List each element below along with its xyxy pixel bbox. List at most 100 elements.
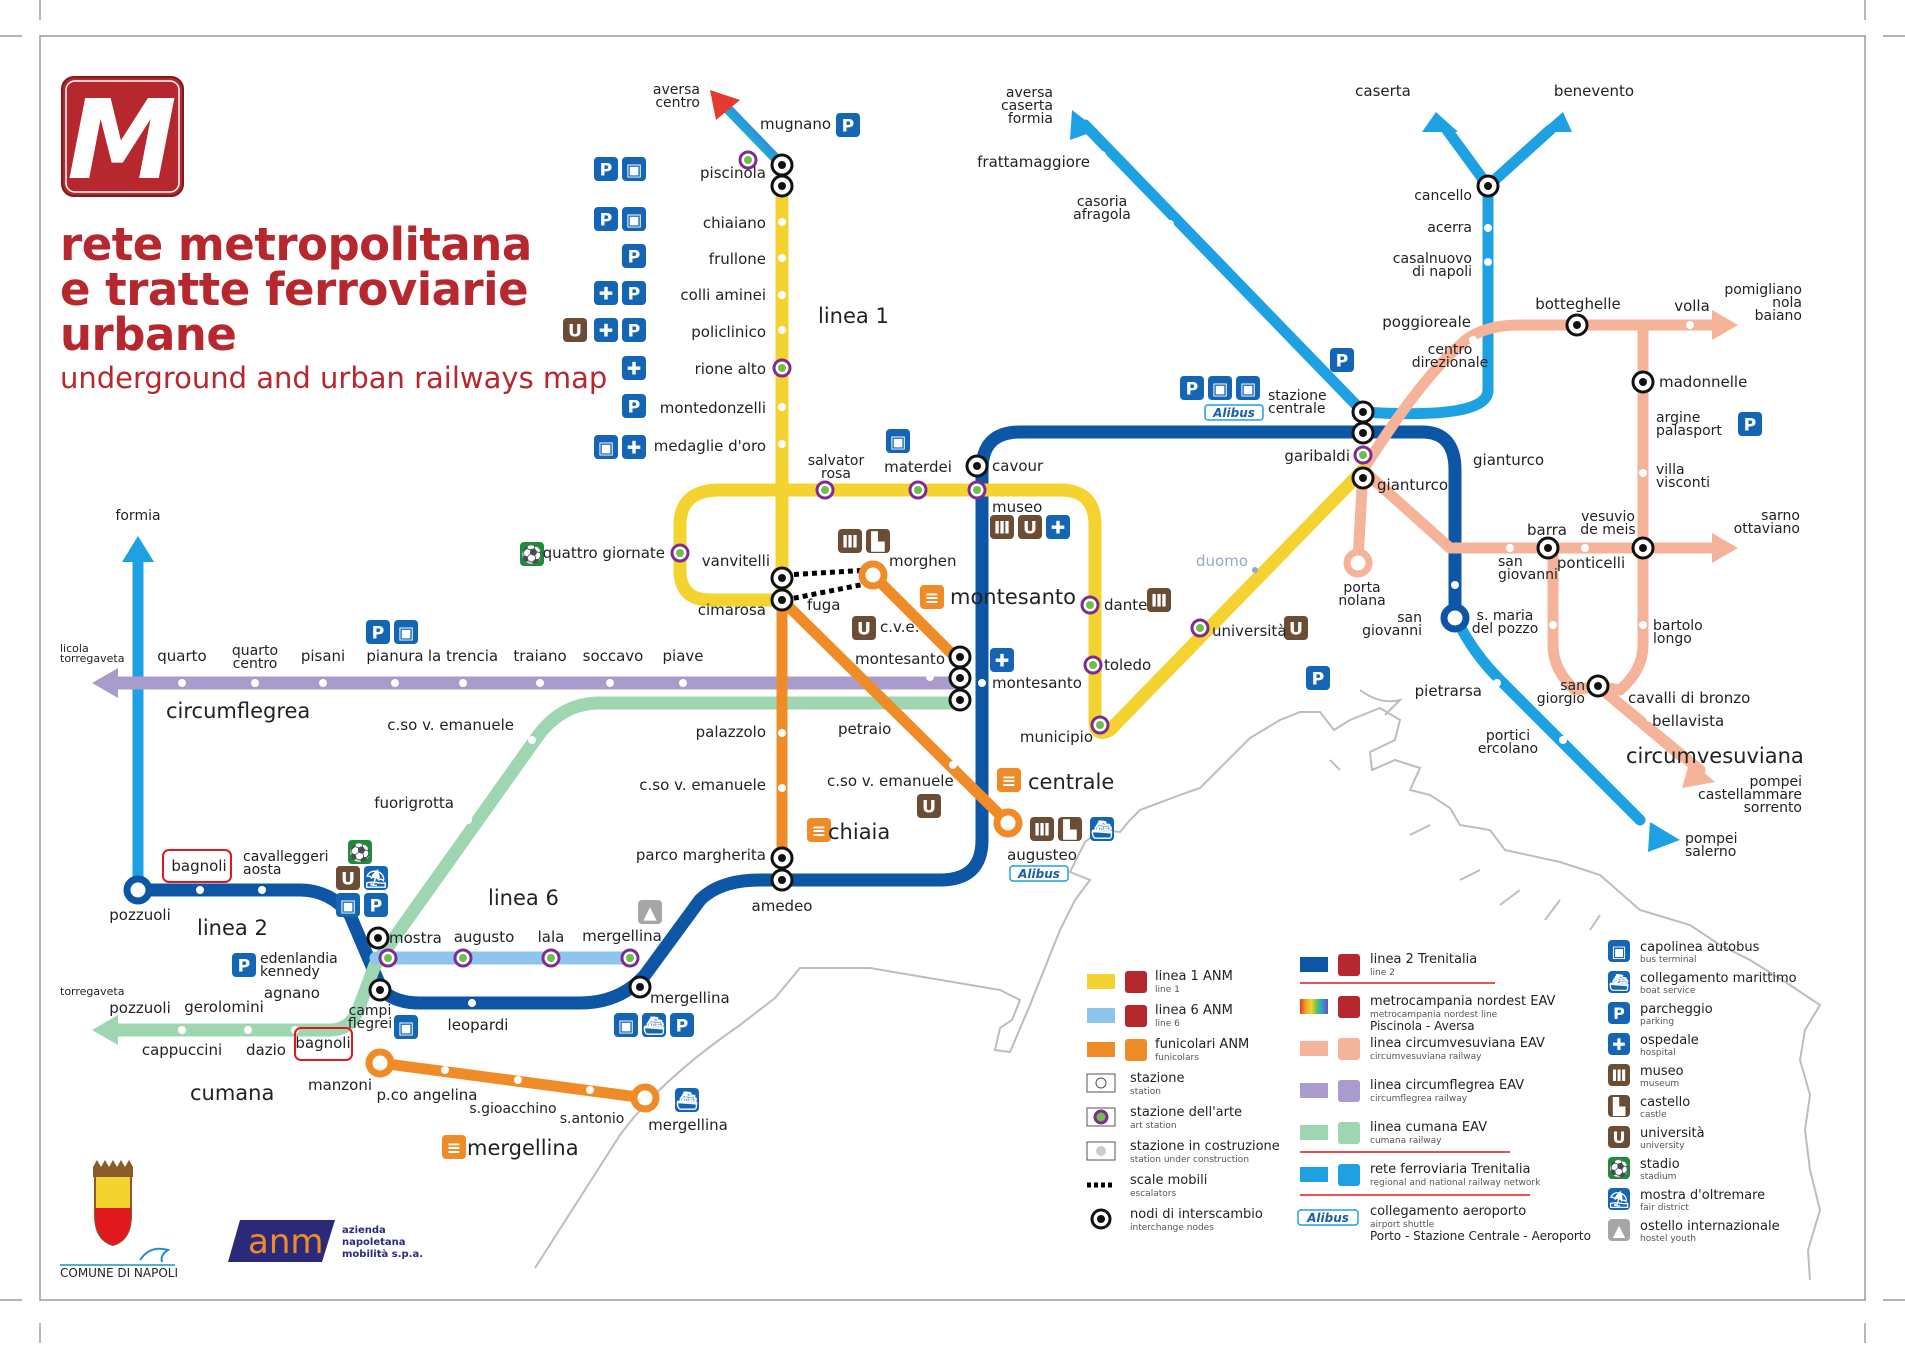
station-marker[interactable] bbox=[1493, 679, 1501, 687]
rione-alto-label: rione alto bbox=[695, 360, 766, 378]
svg-text:⚽: ⚽ bbox=[520, 544, 543, 565]
svg-text:Ⅲ: Ⅲ bbox=[994, 518, 1010, 538]
cappuccini-label: cappuccini bbox=[142, 1041, 222, 1059]
station-marker[interactable] bbox=[1484, 258, 1492, 266]
legend-label: scale mobili bbox=[1130, 1173, 1207, 1188]
pietrarsa-label: pietrarsa bbox=[1415, 682, 1482, 700]
terminal-marker[interactable] bbox=[365, 1048, 395, 1078]
station-marker[interactable] bbox=[258, 886, 266, 894]
station-marker[interactable] bbox=[441, 1066, 449, 1074]
station-marker[interactable] bbox=[459, 679, 467, 687]
station-marker[interactable] bbox=[196, 886, 204, 894]
svg-text:P: P bbox=[628, 284, 641, 304]
station-marker[interactable] bbox=[1469, 336, 1477, 344]
hospital-icon: ✚ bbox=[622, 356, 646, 380]
station-marker[interactable] bbox=[778, 729, 786, 737]
station-marker[interactable] bbox=[978, 679, 986, 687]
art-station-dot bbox=[1089, 661, 1097, 669]
legend-sublabel: regional and national railway network bbox=[1370, 1178, 1541, 1188]
chiaiano-label: chiaiano bbox=[703, 214, 766, 232]
legend-item-parking: P bbox=[1608, 1002, 1630, 1024]
terminal-marker[interactable] bbox=[630, 1083, 660, 1113]
station-marker[interactable] bbox=[528, 736, 536, 744]
manzoni-label: manzoni bbox=[308, 1076, 372, 1094]
station-marker[interactable] bbox=[1166, 220, 1174, 228]
terminal-marker[interactable] bbox=[123, 875, 153, 905]
station-marker[interactable] bbox=[778, 326, 786, 334]
station-marker[interactable] bbox=[586, 1086, 594, 1094]
interchange-node-dot bbox=[376, 986, 384, 994]
station-marker[interactable] bbox=[1639, 469, 1647, 477]
terminal-marker[interactable] bbox=[1440, 603, 1470, 633]
station-marker[interactable] bbox=[1676, 736, 1684, 744]
interchange-node-dot bbox=[1484, 182, 1492, 190]
museum-icon: Ⅲ bbox=[990, 515, 1014, 539]
station-marker[interactable] bbox=[291, 1026, 299, 1034]
boat-icon: ⛴ bbox=[675, 1088, 699, 1112]
circumflegrea-name-label: circumflegrea bbox=[166, 699, 310, 723]
station-marker[interactable] bbox=[464, 816, 472, 824]
gianturco-b-label: gianturco bbox=[1377, 476, 1448, 494]
svg-text:Ⅲ: Ⅲ bbox=[1151, 591, 1167, 611]
station-marker[interactable] bbox=[391, 679, 399, 687]
bus-icon bbox=[1608, 940, 1630, 962]
cancello-label: cancello bbox=[1414, 188, 1472, 204]
svg-text:U: U bbox=[341, 869, 355, 889]
hospital-icon: ✚ bbox=[594, 281, 618, 305]
station-marker[interactable] bbox=[778, 403, 786, 411]
nordest-arrow bbox=[710, 90, 740, 120]
legend-item-cumana bbox=[1300, 1122, 1360, 1144]
station-marker[interactable] bbox=[778, 291, 786, 299]
station-marker[interactable] bbox=[1559, 736, 1567, 744]
station-marker[interactable] bbox=[1686, 321, 1694, 329]
pomigliano-label: baiano bbox=[1755, 308, 1802, 324]
terminal-marker[interactable] bbox=[858, 560, 888, 590]
station-marker[interactable] bbox=[1549, 621, 1557, 629]
licola-label: torregaveta bbox=[60, 652, 124, 665]
station-marker[interactable] bbox=[1484, 224, 1492, 232]
svg-text:▣: ▣ bbox=[890, 432, 906, 452]
station-marker[interactable] bbox=[1646, 714, 1654, 722]
cumana-line bbox=[108, 696, 965, 1037]
interchange-node-dot bbox=[1639, 544, 1647, 552]
station-marker[interactable] bbox=[319, 679, 327, 687]
aversa-caserta-formia-label: aversa bbox=[1006, 85, 1053, 101]
station-marker[interactable] bbox=[251, 679, 259, 687]
montesanto-funi-label: montesanto bbox=[855, 650, 945, 668]
legend-sublabel: line 1 bbox=[1155, 985, 1180, 995]
parking-icon bbox=[1608, 1002, 1630, 1024]
terminal-marker[interactable] bbox=[993, 808, 1023, 838]
legend-item-hostel: ▲ bbox=[1608, 1219, 1630, 1241]
pompei-sorrento-label: castellammare bbox=[1698, 787, 1802, 803]
station-marker[interactable] bbox=[468, 999, 476, 1007]
station-marker[interactable] bbox=[514, 1076, 522, 1084]
station-marker[interactable] bbox=[926, 673, 934, 681]
alibus-badge-centrale: Alibus bbox=[1204, 404, 1264, 421]
svg-text:✚: ✚ bbox=[1051, 518, 1065, 538]
station-marker[interactable] bbox=[778, 254, 786, 262]
station-marker[interactable] bbox=[901, 648, 909, 656]
cso-ve-a-label: c.so v. emanuele bbox=[387, 716, 514, 734]
station-marker[interactable] bbox=[244, 1026, 252, 1034]
station-marker[interactable] bbox=[778, 440, 786, 448]
licola-label: licola bbox=[60, 642, 89, 655]
station-marker[interactable] bbox=[1639, 621, 1647, 629]
station-marker[interactable] bbox=[1098, 151, 1106, 159]
station-marker[interactable] bbox=[536, 679, 544, 687]
art-station-dot bbox=[1196, 624, 1204, 632]
legend-sublabel: escalators bbox=[1130, 1189, 1176, 1199]
station-marker[interactable] bbox=[1506, 544, 1514, 552]
station-marker[interactable] bbox=[679, 679, 687, 687]
station-marker[interactable] bbox=[1451, 581, 1459, 589]
station-marker[interactable] bbox=[778, 784, 786, 792]
station-marker[interactable] bbox=[778, 218, 786, 226]
svg-text:P: P bbox=[1186, 379, 1199, 399]
station-marker[interactable] bbox=[1581, 544, 1589, 552]
station-marker[interactable] bbox=[178, 679, 186, 687]
anm-logo: anm azienda napoletana mobilità s.p.a. bbox=[228, 1220, 423, 1262]
svg-text:▣: ▣ bbox=[598, 438, 614, 458]
station-marker[interactable] bbox=[606, 679, 614, 687]
station-marker[interactable] bbox=[178, 1026, 186, 1034]
station-marker[interactable] bbox=[949, 761, 957, 769]
